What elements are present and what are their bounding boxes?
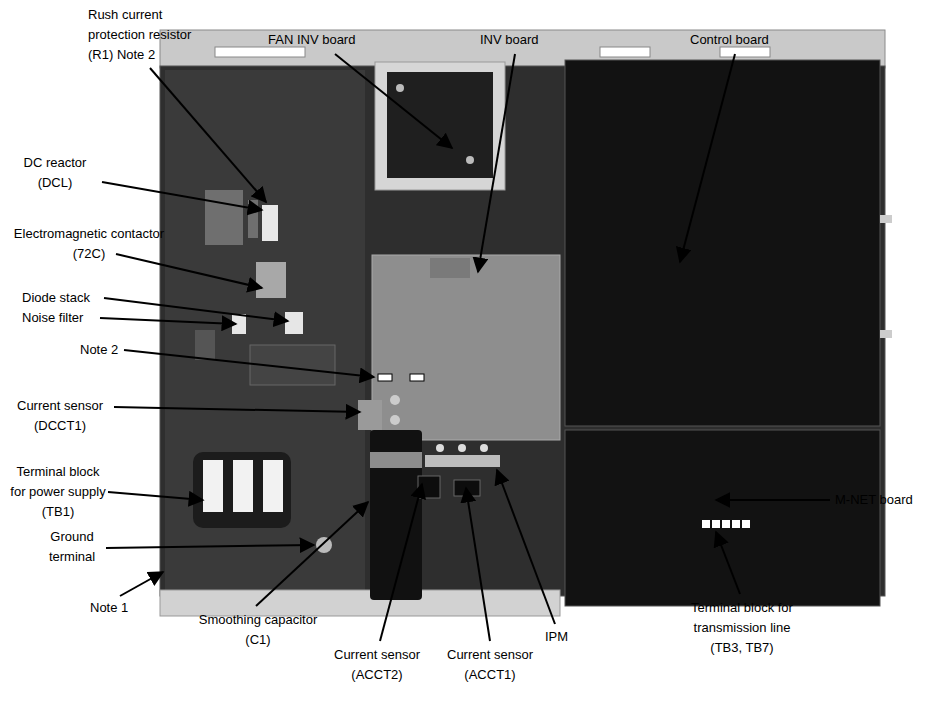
fan-inv-board <box>387 72 493 178</box>
part-label: INV board <box>480 30 539 50</box>
screw <box>436 444 444 452</box>
inv-component <box>430 258 470 278</box>
bracket <box>880 215 892 223</box>
terminal <box>702 520 710 528</box>
part-label: FAN INV board <box>268 30 355 50</box>
fan-inv-frame <box>375 62 505 190</box>
part-label: Current sensor (DCCT1) <box>10 396 110 436</box>
leader-line <box>120 572 163 596</box>
plate-slot <box>215 47 305 57</box>
part-label: Control board <box>690 30 769 50</box>
terminal-block <box>193 452 291 528</box>
part-label: Noise filter <box>22 308 83 328</box>
plate-slot <box>720 47 770 57</box>
leader-line <box>335 54 452 148</box>
part-label: Current sensor (ACCT1) <box>440 645 540 685</box>
m-net-board <box>565 430 880 606</box>
leader-line <box>124 350 374 377</box>
part-label: Terminal block for transmission line (TB… <box>686 598 798 658</box>
rush-resistor <box>262 205 278 241</box>
screw <box>466 156 474 164</box>
terminal-strip <box>195 330 215 360</box>
part-label: Diode stack <box>22 288 90 308</box>
leader-line <box>150 68 266 202</box>
part-label: M-NET board <box>835 490 913 510</box>
leader-line <box>680 54 735 262</box>
part-label: Smoothing capacitor (C1) <box>196 610 320 650</box>
plate-slot <box>600 47 650 57</box>
leader-line <box>497 470 555 624</box>
leader-line <box>108 492 203 500</box>
screw <box>480 444 488 452</box>
dc-reactor <box>248 200 258 238</box>
leader-line <box>102 182 262 210</box>
diode-stack <box>285 312 303 334</box>
part-label: Electromagnetic contactor (72C) <box>2 224 176 264</box>
part-label: IPM <box>545 627 568 647</box>
contactor <box>256 262 286 298</box>
note-mark <box>410 374 424 381</box>
part-label: Note 2 <box>80 340 118 360</box>
screw <box>396 84 404 92</box>
terminal <box>712 520 720 528</box>
terminal <box>732 520 740 528</box>
leader-line <box>100 318 236 324</box>
leader-line <box>256 502 368 606</box>
screw <box>390 415 400 425</box>
part-label: Terminal block for power supply (TB1) <box>10 462 106 522</box>
note-mark <box>378 374 392 381</box>
leader-line <box>716 499 830 501</box>
ground-terminal <box>316 537 332 553</box>
left-panel <box>165 70 365 590</box>
ipm <box>425 455 500 467</box>
inv-board <box>372 255 560 440</box>
control-board <box>565 60 880 426</box>
part-label: Current sensor (ACCT2) <box>327 645 427 685</box>
screw <box>458 444 466 452</box>
terminal <box>742 520 750 528</box>
leader-line <box>466 488 490 641</box>
part-label: DC reactor (DCL) <box>15 153 95 193</box>
leader-line <box>106 545 314 548</box>
leader-line <box>104 298 288 321</box>
dc-reactor <box>205 190 243 245</box>
part-label: Note 1 <box>90 598 128 618</box>
terminal <box>233 460 253 512</box>
current-sensor <box>358 400 382 430</box>
capacitor-band <box>370 452 422 468</box>
bracket <box>880 330 892 338</box>
screw <box>390 395 400 405</box>
part-label: Ground terminal <box>42 527 102 567</box>
leader-line <box>114 407 360 412</box>
leader-line <box>478 54 515 272</box>
terminal <box>722 520 730 528</box>
terminal <box>263 460 283 512</box>
leader-line <box>380 484 422 641</box>
terminal <box>203 460 223 512</box>
leader-line <box>116 254 262 288</box>
leader-line <box>716 532 740 594</box>
part-label: Rush current protection resistor (R1) No… <box>88 5 213 65</box>
